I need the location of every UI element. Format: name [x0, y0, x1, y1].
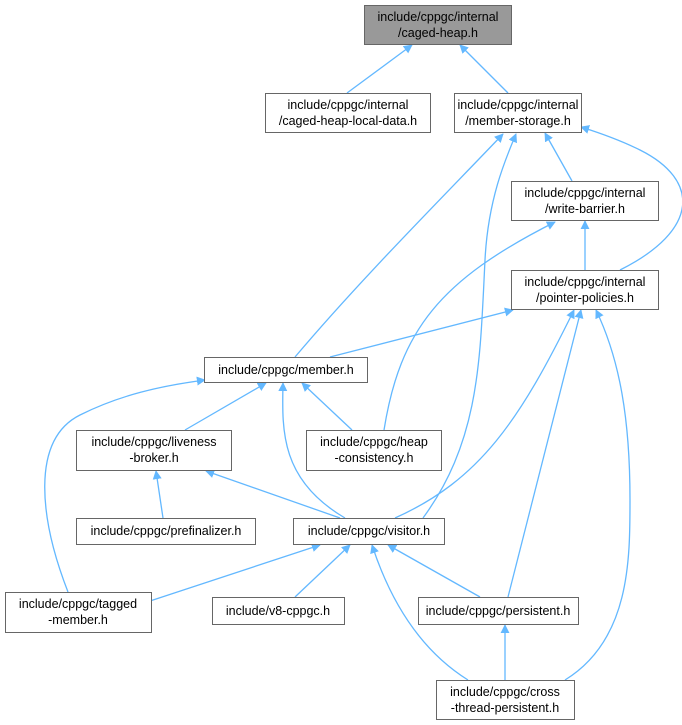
edge-visitor-to-liveness	[205, 469, 341, 519]
node-liveness-broker[interactable]: include/cppgc/liveness -broker.h	[76, 430, 232, 471]
edge-liveness-to-member	[184, 382, 267, 431]
svg-text:/member-storage.h: /member-storage.h	[465, 114, 571, 128]
edge-visitor-to-pointer-policies	[394, 309, 575, 519]
svg-text:include/cppgc/visitor.h: include/cppgc/visitor.h	[308, 524, 430, 538]
node-pointer-policies[interactable]: include/cppgc/internal /pointer-policies…	[511, 270, 659, 310]
svg-text:-consistency.h: -consistency.h	[335, 451, 414, 465]
node-prefinalizer[interactable]: include/cppgc/prefinalizer.h	[76, 518, 256, 545]
edge-heap-consistency-to-write-barrier	[383, 221, 556, 431]
edge-heap-consistency-to-member	[301, 382, 353, 431]
node-caged-heap[interactable]: include/cppgc/internal /caged-heap.h	[364, 5, 512, 45]
edge-caged-local-data-to-caged-heap	[346, 44, 413, 94]
node-heap-consistency[interactable]: include/cppgc/heap -consistency.h	[306, 430, 442, 471]
edge-write-barrier-to-member-storage	[544, 132, 573, 182]
svg-text:/caged-heap-local-data.h: /caged-heap-local-data.h	[279, 114, 417, 128]
edge-pointer-policies-to-member-storage	[580, 125, 682, 271]
edge-tagged-member-to-member	[44, 376, 206, 593]
node-visitor[interactable]: include/cppgc/visitor.h	[293, 518, 445, 545]
node-cross-thread-persistent[interactable]: include/cppgc/cross -thread-persistent.h	[436, 680, 575, 720]
svg-text:include/cppgc/liveness: include/cppgc/liveness	[91, 435, 216, 449]
svg-text:include/cppgc/persistent.h: include/cppgc/persistent.h	[426, 604, 571, 618]
edge-tagged-member-to-visitor	[149, 543, 321, 602]
edge-persistent-to-pointer-policies	[507, 309, 584, 598]
svg-text:/pointer-policies.h: /pointer-policies.h	[536, 291, 634, 305]
svg-text:-broker.h: -broker.h	[129, 451, 178, 465]
svg-text:include/cppgc/prefinalizer.h: include/cppgc/prefinalizer.h	[91, 524, 242, 538]
edge-visitor-to-member	[278, 382, 346, 519]
edge-visitor-to-member-storage	[422, 133, 517, 519]
svg-text:-thread-persistent.h: -thread-persistent.h	[451, 701, 559, 715]
edge-member-to-pointer-policies	[329, 307, 514, 358]
svg-text:include/cppgc/internal: include/cppgc/internal	[525, 275, 646, 289]
edge-v8-cppgc-to-visitor	[294, 544, 351, 598]
node-member[interactable]: include/cppgc/member.h	[204, 357, 368, 383]
node-caged-heap-local-data[interactable]: include/cppgc/internal /caged-heap-local…	[265, 93, 431, 133]
edge-persistent-to-visitor	[387, 544, 481, 598]
svg-text:include/v8-cppgc.h: include/v8-cppgc.h	[226, 604, 330, 618]
edge-prefinalizer-to-liveness	[152, 470, 164, 519]
svg-text:include/cppgc/cross: include/cppgc/cross	[450, 685, 560, 699]
edge-cross-thread-to-pointer-policies	[564, 309, 631, 681]
edges	[44, 44, 682, 681]
svg-text:include/cppgc/internal: include/cppgc/internal	[378, 10, 499, 24]
edge-member-storage-to-caged-heap	[459, 44, 509, 94]
svg-text:include/cppgc/member.h: include/cppgc/member.h	[218, 363, 354, 377]
node-member-storage[interactable]: include/cppgc/internal /member-storage.h	[454, 93, 582, 133]
edge-member-to-member-storage	[294, 133, 504, 358]
svg-text:include/cppgc/internal: include/cppgc/internal	[288, 98, 409, 112]
edge-cross-thread-to-visitor	[370, 544, 469, 681]
svg-text:/write-barrier.h: /write-barrier.h	[545, 202, 625, 216]
node-tagged-member[interactable]: include/cppgc/tagged -member.h	[5, 592, 152, 633]
svg-text:-member.h: -member.h	[48, 613, 108, 627]
node-write-barrier[interactable]: include/cppgc/internal /write-barrier.h	[511, 181, 659, 221]
node-v8-cppgc[interactable]: include/v8-cppgc.h	[212, 597, 345, 625]
svg-text:include/cppgc/heap: include/cppgc/heap	[320, 435, 428, 449]
svg-text:include/cppgc/internal: include/cppgc/internal	[458, 98, 579, 112]
node-persistent[interactable]: include/cppgc/persistent.h	[418, 597, 579, 625]
svg-text:include/cppgc/tagged: include/cppgc/tagged	[19, 597, 137, 611]
svg-text:/caged-heap.h: /caged-heap.h	[398, 26, 478, 40]
svg-text:include/cppgc/internal: include/cppgc/internal	[525, 186, 646, 200]
